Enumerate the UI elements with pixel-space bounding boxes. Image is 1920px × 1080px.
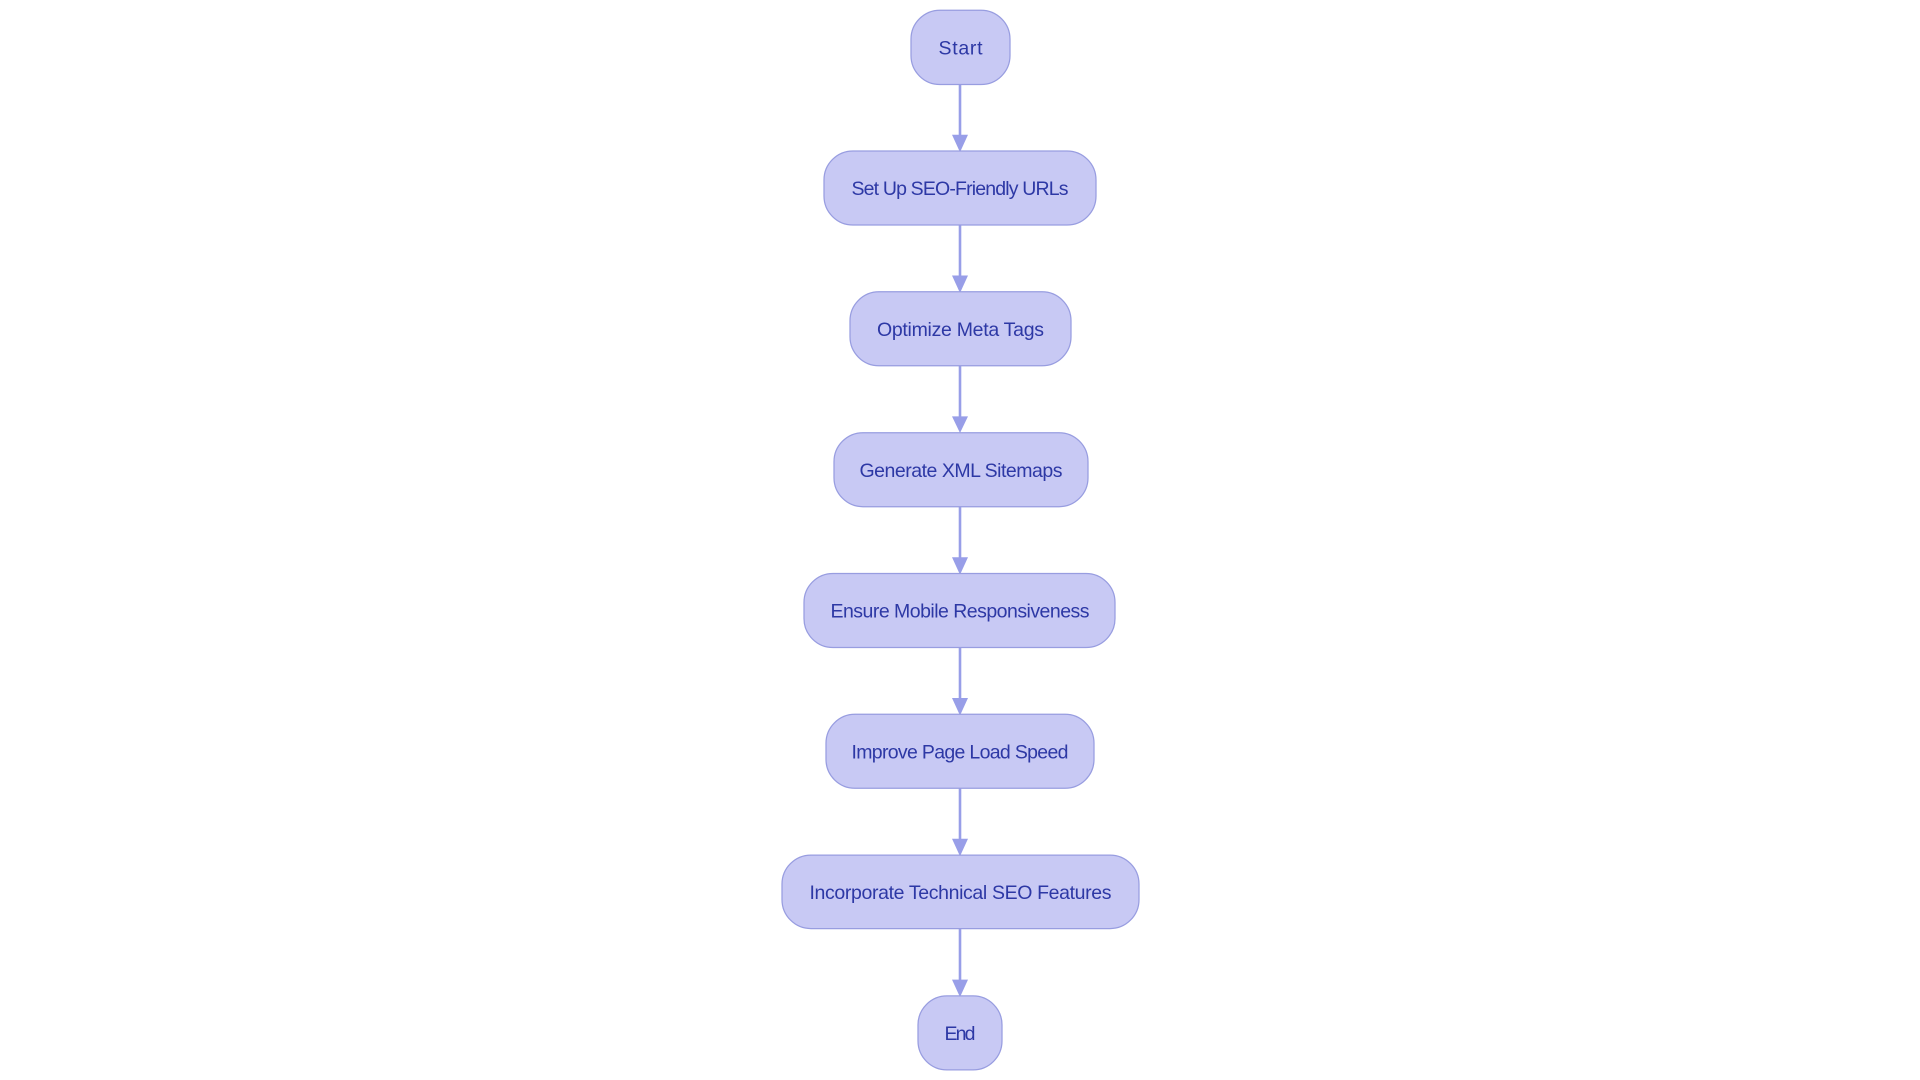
svg-text:Set Up SEO-Friendly URLs: Set Up SEO-Friendly URLs (852, 178, 1069, 200)
svg-text:Incorporate Technical SEO Feat: Incorporate Technical SEO Features (810, 882, 1112, 904)
svg-text:Generate XML Sitemaps: Generate XML Sitemaps (860, 460, 1063, 482)
svg-text:Ensure Mobile Responsiveness: Ensure Mobile Responsiveness (831, 601, 1090, 623)
svg-text:End: End (945, 1023, 976, 1045)
svg-text:Improve Page Load Speed: Improve Page Load Speed (852, 741, 1069, 763)
svg-text:Optimize Meta Tags: Optimize Meta Tags (877, 319, 1044, 341)
svg-text:Start: Start (939, 37, 984, 59)
